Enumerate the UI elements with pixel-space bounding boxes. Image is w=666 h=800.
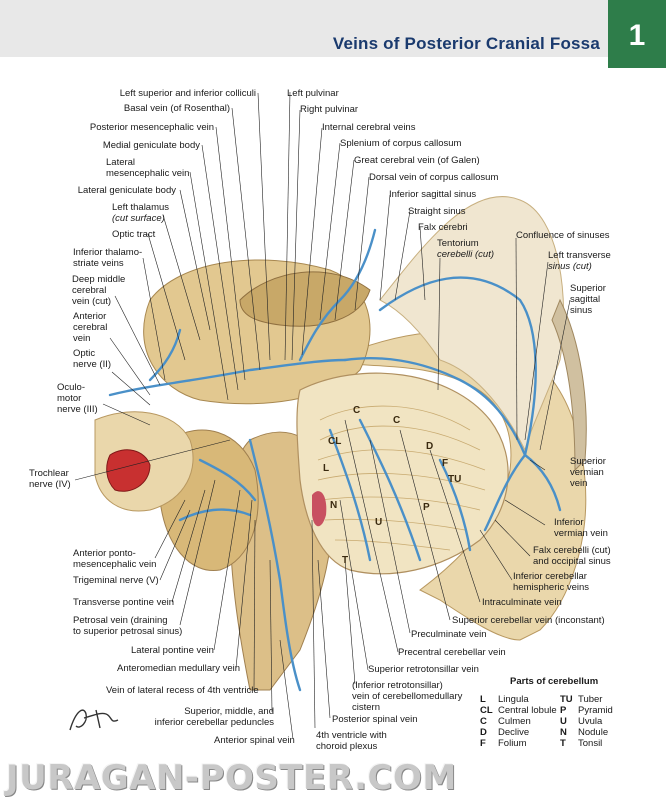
label-inferior-vermian-vein: Inferior vermian vein xyxy=(554,517,608,539)
label-preculminate-vein: Preculminate vein xyxy=(411,629,487,640)
struct-letter: C xyxy=(393,415,401,426)
label-left-superior-inferior-colliculi: Left superior and inferior colliculi xyxy=(119,88,256,99)
label-precentral-cerebellar-vein: Precentral cerebellar vein xyxy=(398,647,506,658)
struct-letter: U xyxy=(375,517,383,528)
label-trigeminal-nerve: Trigeminal nerve (V) xyxy=(73,575,159,586)
label-left-pulvinar: Left pulvinar xyxy=(287,88,339,99)
leader-lines xyxy=(74,91,571,740)
watermark: JURAGAN-POSTER.COM xyxy=(6,758,457,798)
label-oculomotor-nerve: Oculo- motor nerve (III) xyxy=(57,382,98,415)
label-medial-geniculate-body: Medial geniculate body xyxy=(102,140,200,151)
label-inferior-cerebellar-hemispheric-veins: Inferior cerebellar hemispheric veins xyxy=(513,571,590,593)
page-title: Veins of Posterior Cranial Fossa xyxy=(332,34,600,53)
label-superior-sagittal-sinus: Superior sagittal sinus xyxy=(570,283,606,316)
struct-letter: L xyxy=(323,463,330,474)
struct-letter: P xyxy=(423,502,430,513)
label-anterior-pontomesencephalic-vein: Anterior ponto- mesencephalic vein xyxy=(73,548,157,570)
label-cerebellar-peduncles: Superior, middle, and inferior cerebella… xyxy=(154,706,274,728)
struct-letter: C xyxy=(353,405,361,416)
carotid-red xyxy=(106,449,151,492)
label-lateral-mesencephalic-vein: Lateral mesencephalic vein xyxy=(106,157,190,179)
label-transverse-pontine-vein: Transverse pontine vein xyxy=(73,597,175,608)
struct-letter: TU xyxy=(448,474,462,485)
label-posterior-spinal-vein: Posterior spinal vein xyxy=(332,714,418,725)
cerebellum xyxy=(296,372,509,575)
label-intraculminate-vein: Intraculminate vein xyxy=(482,597,562,608)
label-great-cerebral-vein: Great cerebral vein (of Galen) xyxy=(354,155,480,166)
label-left-transverse-sinus: Left transverse sinus (cut) xyxy=(548,250,611,272)
vein-network xyxy=(108,228,562,692)
struct-letter: N xyxy=(330,500,338,511)
label-lateral-pontine-vein: Lateral pontine vein xyxy=(131,645,214,656)
struct-letter: F xyxy=(442,458,449,469)
label-right-pulvinar: Right pulvinar xyxy=(300,104,359,115)
label-superior-vermian-vein: Superior vermian vein xyxy=(570,456,606,489)
label-vein-lateral-recess: Vein of lateral recess of 4th ventricle xyxy=(106,685,259,696)
label-splenium: Splenium of corpus callosum xyxy=(340,138,462,149)
label-optic-tract: Optic tract xyxy=(112,229,156,240)
cerebellum-folia xyxy=(317,405,486,551)
label-optic-nerve: Optic nerve (II) xyxy=(73,348,112,370)
label-anterior-spinal-vein: Anterior spinal vein xyxy=(214,735,295,746)
label-superior-cerebellar-vein: Superior cerebellar vein (inconstant) xyxy=(452,615,605,626)
label-tentorium-cerebelli: Tentorium cerebelli (cut) xyxy=(437,238,495,260)
label-confluence-of-sinuses: Confluence of sinuses xyxy=(516,230,610,241)
label-falx-cerebri: Falx cerebri xyxy=(418,222,468,233)
label-anterior-cerebral-vein: Anterior cerebral vein xyxy=(73,311,108,344)
struct-letter: D xyxy=(426,441,434,452)
label-petrosal-vein: Petrosal vein (draining to superior petr… xyxy=(73,615,183,637)
corpus-callosum-shape xyxy=(239,271,371,327)
label-anteromedian-medullary-vein: Anteromedian medullary vein xyxy=(117,663,241,674)
artist-signature xyxy=(69,709,119,731)
label-dorsal-vein-corpus-callosum: Dorsal vein of corpus callosum xyxy=(369,172,499,183)
label-straight-sinus: Straight sinus xyxy=(408,206,466,217)
plate-number: 1 xyxy=(608,0,666,68)
legend-title: Parts of cerebellum xyxy=(510,676,599,687)
cerebellar-tonsil-red xyxy=(312,491,327,527)
label-left-thalamus: Left thalamus (cut surface) xyxy=(112,202,170,224)
label-inferior-thalamostriate-veins: Inferior thalamo- striate veins xyxy=(73,247,143,269)
label-internal-cerebral-veins: Internal cerebral veins xyxy=(322,122,416,133)
label-falx-cerebelli: Falx cerebelli (cut) and occipital sinus xyxy=(533,545,611,567)
label-basal-vein: Basal vein (of Rosenthal) xyxy=(123,103,230,114)
struct-letter: T xyxy=(342,555,349,566)
superior-sagittal-sinus-shape xyxy=(551,298,587,472)
label-inferior-retrotonsillar-vein: (Inferior retrotonsillar) vein of cerebe… xyxy=(352,680,463,713)
struct-letter: CL xyxy=(328,436,342,447)
header-bar xyxy=(0,0,666,57)
label-fourth-ventricle: 4th ventricle with choroid plexus xyxy=(316,730,387,752)
label-deep-middle-cerebral-vein: Deep middle cerebral vein (cut) xyxy=(72,274,126,307)
label-lateral-geniculate-body: Lateral geniculate body xyxy=(77,185,176,196)
label-inferior-sagittal-sinus: Inferior sagittal sinus xyxy=(389,189,477,200)
label-posterior-mesencephalic-vein: Posterior mesencephalic vein xyxy=(89,122,214,133)
falx-cerebri-shape xyxy=(379,196,565,452)
label-trochlear-nerve: Trochlear nerve (IV) xyxy=(29,468,71,490)
label-superior-retrotonsillar-vein: Superior retrotonsillar vein xyxy=(368,664,479,675)
